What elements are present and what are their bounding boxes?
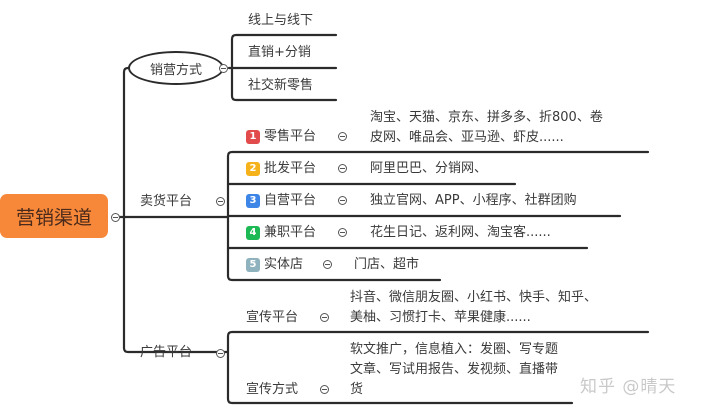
collapse-icon[interactable] — [338, 228, 347, 237]
priority-1-icon: 1 — [246, 130, 260, 144]
priority-4-icon: 4 — [246, 226, 260, 240]
subtopic-retail-platform[interactable]: 1 零售平台 — [246, 127, 316, 147]
collapse-icon[interactable] — [338, 164, 347, 173]
subtopic-social-retail[interactable]: 社交新零售 — [248, 78, 314, 93]
subtopic-label: 兼职平台 — [264, 225, 317, 240]
detail-part-time: 花生日记、返利网、淘宝客...... — [370, 225, 551, 240]
priority-2-icon: 2 — [246, 162, 260, 176]
root-node[interactable]: 营销渠道 — [0, 194, 108, 238]
detail-promo-platform-2: 美柚、习惯打卡、苹果健康...... — [350, 310, 531, 325]
detail-physical-store: 门店、超市 — [354, 257, 420, 272]
topic-sales-method[interactable]: 销营方式 — [128, 51, 224, 85]
subtopic-label: 批发平台 — [264, 161, 317, 176]
detail-promo-platform: 抖音、微信朋友圈、小红书、快手、知乎、 — [350, 290, 598, 305]
detail-retail: 淘宝、天猫、京东、拼多多、折800、卷 — [370, 110, 603, 125]
topic-selling-platforms[interactable]: 卖货平台 — [140, 194, 193, 209]
subtopic-physical-store[interactable]: 5 实体店 — [246, 255, 303, 275]
subtopic-label: 自营平台 — [264, 193, 317, 208]
subtopic-online-offline[interactable]: 线上与线下 — [248, 13, 314, 28]
detail-promo-method-2: 文章、写试用报告、发视频、直播带 — [350, 362, 559, 377]
detail-self-operated: 独立官网、APP、小程序、社群团购 — [370, 193, 577, 208]
topic-label: 销营方式 — [149, 62, 202, 78]
collapse-icon[interactable] — [111, 213, 120, 222]
subtopic-part-time-platform[interactable]: 4 兼职平台 — [246, 223, 316, 243]
detail-promo-method-3: 货 — [350, 382, 364, 397]
detail-promo-method: 软文推广，信息植入：发圈、写专题 — [350, 342, 559, 357]
topic-ad-platforms[interactable]: 广告平台 — [140, 345, 193, 360]
collapse-icon[interactable] — [320, 313, 329, 322]
root-label: 营销渠道 — [15, 206, 92, 229]
collapse-icon[interactable] — [219, 64, 228, 73]
collapse-icon[interactable] — [323, 260, 332, 269]
collapse-icon[interactable] — [216, 197, 225, 206]
detail-retail-2: 皮网、唯品会、亚马逊、虾皮...... — [370, 130, 564, 145]
collapse-icon[interactable] — [320, 385, 329, 394]
priority-3-icon: 3 — [246, 194, 260, 208]
watermark: 知乎 @晴天 — [580, 377, 677, 397]
subtopic-direct-distribution[interactable]: 直销+分销 — [248, 45, 311, 60]
subtopic-promo-method[interactable]: 宣传方式 — [246, 382, 299, 397]
subtopic-label: 实体店 — [264, 257, 304, 272]
subtopic-wholesale-platform[interactable]: 2 批发平台 — [246, 159, 316, 179]
collapse-icon[interactable] — [216, 349, 225, 358]
collapse-icon[interactable] — [338, 196, 347, 205]
detail-wholesale: 阿里巴巴、分销网、 — [370, 161, 488, 176]
subtopic-label: 零售平台 — [264, 129, 317, 144]
priority-5-icon: 5 — [246, 258, 260, 272]
subtopic-promo-platform[interactable]: 宣传平台 — [246, 310, 299, 325]
collapse-icon[interactable] — [338, 132, 347, 141]
subtopic-self-operated-platform[interactable]: 3 自营平台 — [246, 191, 316, 211]
